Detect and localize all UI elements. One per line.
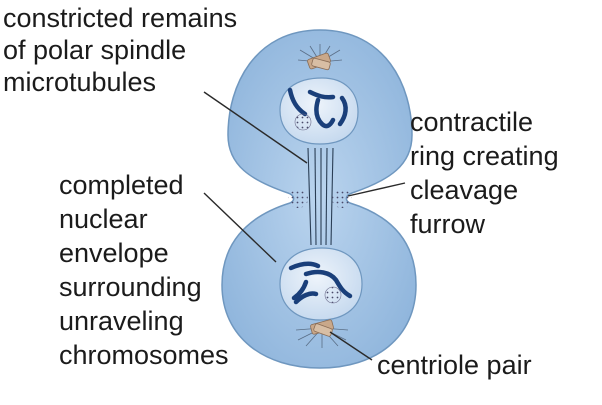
leader-spindle: [203, 91, 308, 164]
bottom-centriole: [295, 319, 349, 348]
lower-nucleolus: [324, 286, 342, 304]
label-envelope-line-1: completed: [59, 170, 184, 200]
label-spindle: constricted remains of polar spindle mic…: [3, 3, 245, 97]
label-ring-line-1: contractile: [410, 107, 533, 137]
label-centriole: centriole pair: [377, 350, 532, 380]
upper-chromosomes: [287, 87, 348, 129]
label-envelope-line-6: chromosomes: [59, 340, 229, 370]
label-envelope-line-4: surrounding: [59, 272, 202, 302]
leader-centriole: [329, 331, 373, 361]
label-envelope-line-3: envelope: [59, 238, 169, 268]
label-envelope: completed nuclear envelope surrounding u…: [59, 170, 229, 370]
label-envelope-line-5: unraveling: [59, 306, 184, 336]
contractile-ring: [288, 190, 352, 208]
label-spindle-line-2: of polar spindle: [3, 35, 186, 65]
lower-chromosomes: [288, 261, 353, 305]
top-centriole: [297, 44, 343, 71]
label-spindle-line-3: microtubules: [3, 67, 156, 97]
dividing-cell: [221, 29, 417, 369]
leader-ring: [347, 182, 406, 197]
label-centriole-line-1: centriole pair: [377, 350, 532, 380]
spindle-microtubules: [307, 147, 334, 246]
label-envelope-line-2: nuclear: [59, 204, 148, 234]
label-ring-line-3: cleavage: [410, 175, 518, 205]
label-ring: contractile ring creating cleavage furro…: [410, 107, 566, 239]
upper-nucleolus: [294, 113, 312, 131]
label-ring-line-2: ring creating: [410, 141, 559, 171]
label-spindle-line-1: constricted remains: [3, 3, 237, 33]
lower-nucleus: [279, 247, 363, 321]
label-ring-line-4: furrow: [410, 209, 486, 239]
leader-envelope: [203, 192, 277, 263]
